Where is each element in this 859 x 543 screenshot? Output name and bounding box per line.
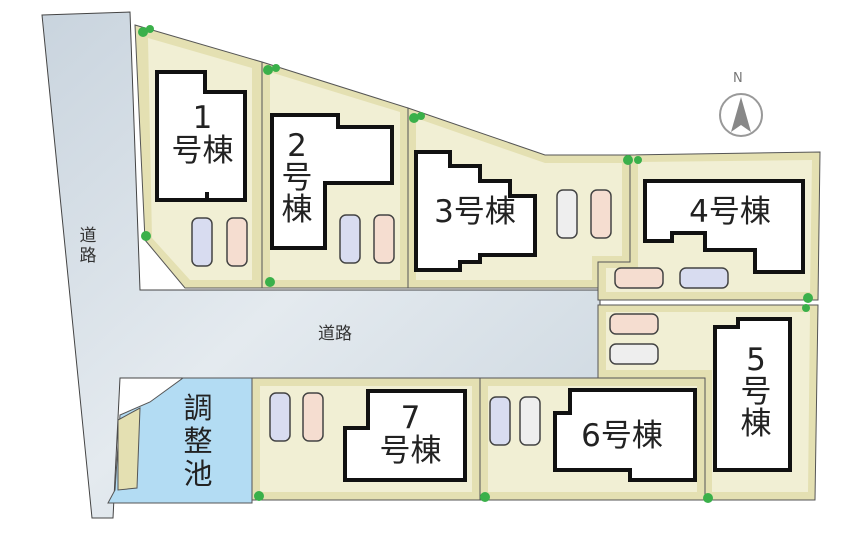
pond-area [107, 377, 253, 504]
car-icon [302, 392, 324, 442]
north-arrow-icon [731, 97, 751, 132]
house-1 [155, 70, 247, 202]
car-icon [339, 214, 361, 264]
car-icon [614, 267, 664, 289]
house-4 [643, 179, 805, 274]
lot-6-label: 6号棟 [581, 418, 663, 454]
house-2 [270, 113, 394, 250]
house-6 [553, 388, 697, 482]
compass-label: N [733, 71, 743, 86]
house-7 [343, 389, 467, 482]
left-road-label: 道路 [79, 226, 97, 266]
car-icon [609, 343, 659, 365]
lot-4-label: 4号棟 [689, 194, 771, 230]
lot-3-label: 3号棟 [434, 194, 516, 230]
car-icon [609, 313, 659, 335]
house-3 [414, 150, 537, 272]
car-icon [556, 189, 578, 239]
car-icon [373, 214, 395, 264]
car-icon [590, 189, 612, 239]
center-road-label: 道路 [318, 324, 352, 344]
pond-label: 調整池 [183, 391, 213, 491]
car-icon [489, 396, 511, 446]
car-icon [226, 217, 248, 267]
parking-cars [191, 189, 729, 446]
house-5 [713, 317, 792, 472]
car-icon [269, 392, 291, 442]
car-icon [679, 267, 729, 289]
trees [138, 25, 813, 503]
car-icon [519, 396, 541, 446]
small-strip [117, 407, 141, 491]
car-icon [191, 217, 213, 267]
compass [719, 93, 763, 137]
